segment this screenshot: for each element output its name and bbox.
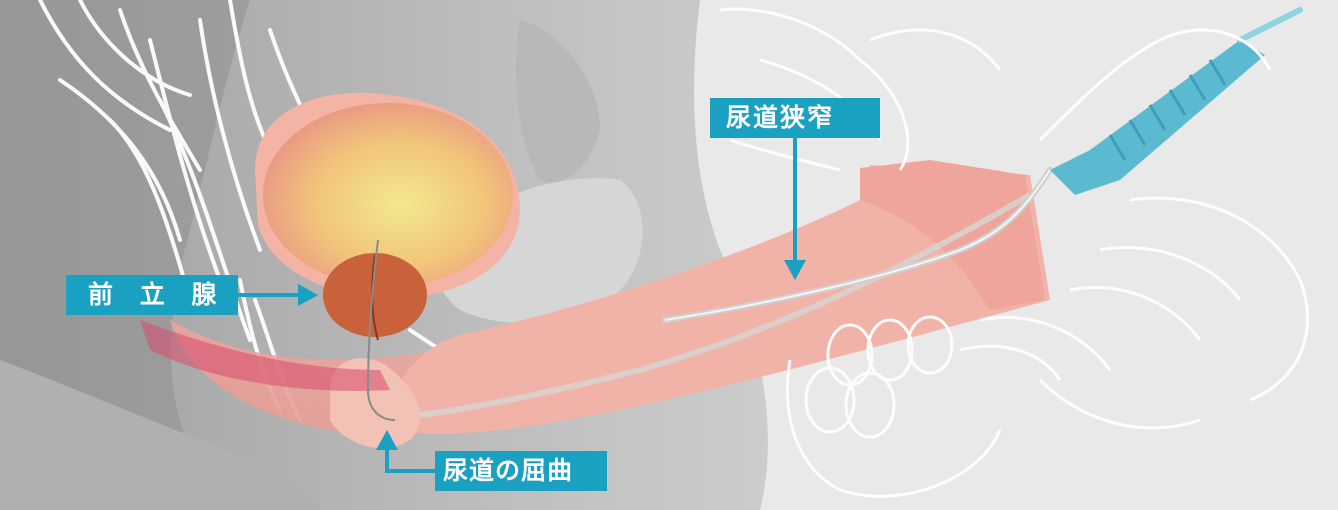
urethral-stricture-label: 尿道狭窄 (710, 98, 880, 138)
prostate-label: 前 立 腺 (66, 275, 238, 315)
urethral-bend-label: 尿道の屈曲 (435, 451, 607, 491)
